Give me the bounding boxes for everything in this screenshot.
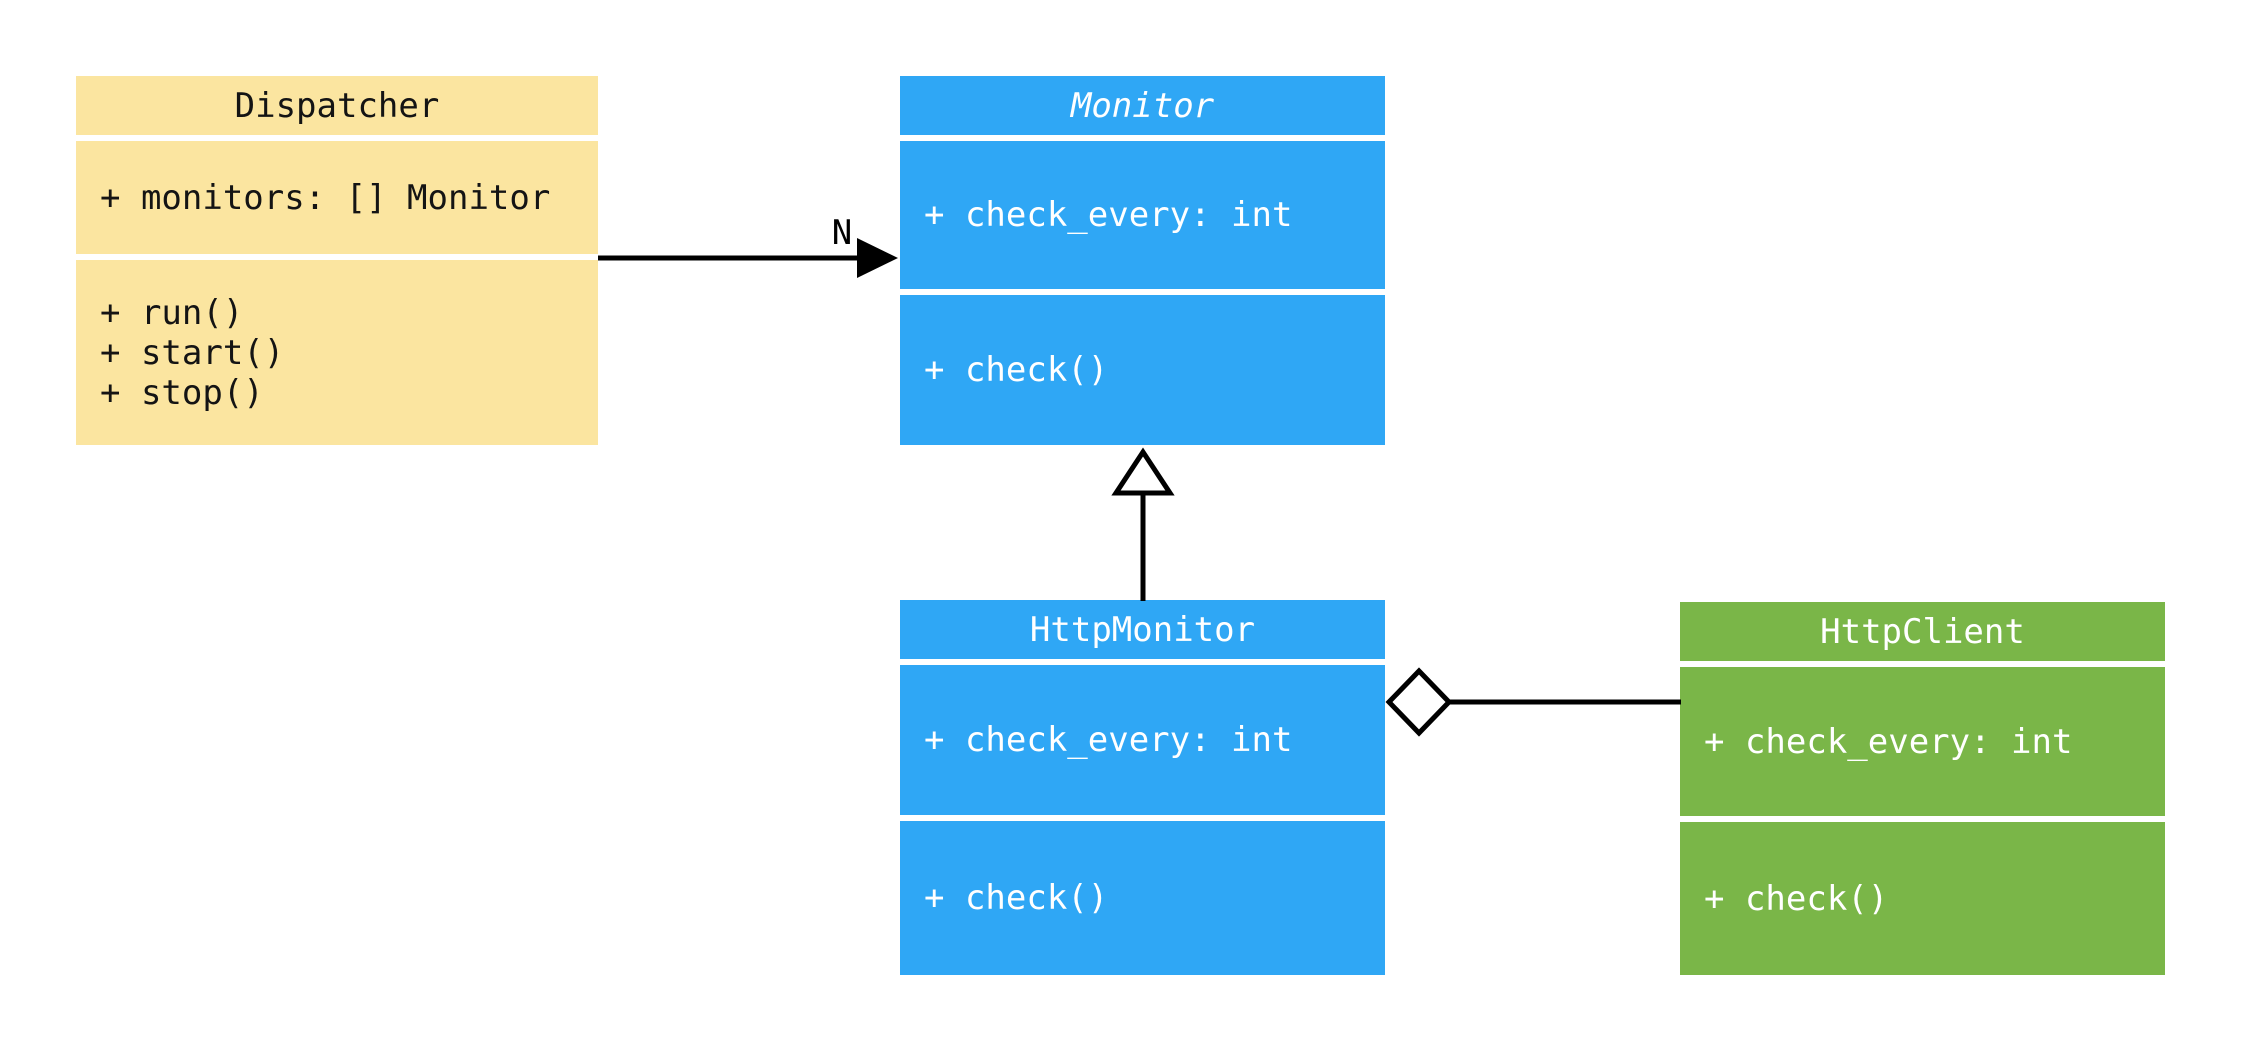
attribute-row: + check_every: int xyxy=(1704,721,2073,762)
multiplicity-label: N xyxy=(832,213,852,253)
attribute-row: + monitors: [] Monitor xyxy=(100,177,551,218)
class-name: HttpMonitor xyxy=(1029,609,1256,650)
class-box-dispatcher: Dispatcher + monitors: [] Monitor + run(… xyxy=(76,76,598,445)
generalization-triangle-icon xyxy=(1111,447,1175,496)
attributes-compartment: + monitors: [] Monitor xyxy=(76,141,598,254)
class-title-dispatcher: Dispatcher xyxy=(76,76,598,135)
class-name: HttpClient xyxy=(1820,611,2025,652)
class-box-httpmonitor: HttpMonitor + check_every: int + check() xyxy=(900,600,1385,975)
class-box-monitor: Monitor + check_every: int + check() xyxy=(900,76,1385,445)
aggregation-httpmonitor-httpclient xyxy=(1385,667,1681,737)
methods-compartment: + check() xyxy=(900,821,1385,975)
aggregation-diamond-icon xyxy=(1385,667,1453,737)
class-box-httpclient: HttpClient + check_every: int + check() xyxy=(1680,602,2165,975)
attribute-row: + check_every: int xyxy=(924,195,1293,235)
method-row: + check() xyxy=(924,878,1109,918)
method-row: + stop() xyxy=(100,372,264,413)
method-row: + check() xyxy=(1704,878,1889,919)
method-row: + start() xyxy=(100,332,285,373)
class-name: Dispatcher xyxy=(234,85,440,126)
methods-compartment: + run() + start() + stop() xyxy=(76,260,598,445)
class-title-httpclient: HttpClient xyxy=(1680,602,2165,661)
attributes-compartment: + check_every: int xyxy=(900,141,1385,289)
attributes-compartment: + check_every: int xyxy=(900,665,1385,815)
method-row: + check() xyxy=(924,350,1109,390)
class-name: Monitor xyxy=(1070,85,1215,126)
methods-compartment: + check() xyxy=(1680,822,2165,975)
methods-compartment: + check() xyxy=(900,295,1385,445)
method-row: + run() xyxy=(100,292,244,333)
association-dispatcher-monitor: N xyxy=(598,213,898,278)
attributes-compartment: + check_every: int xyxy=(1680,667,2165,816)
class-title-monitor: Monitor xyxy=(900,76,1385,135)
class-title-httpmonitor: HttpMonitor xyxy=(900,600,1385,659)
association-arrowhead-icon xyxy=(857,238,898,278)
attribute-row: + check_every: int xyxy=(924,720,1293,760)
generalization-httpmonitor-monitor xyxy=(1111,447,1175,601)
